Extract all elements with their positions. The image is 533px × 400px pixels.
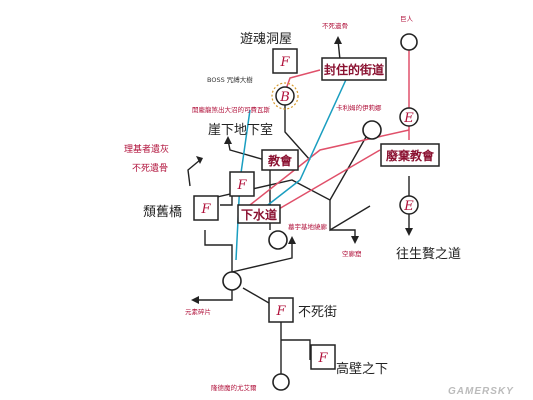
route-cliff (187, 159, 201, 187)
arrows (191, 36, 413, 304)
label-ruined-bridge: 頹舊橋 (143, 205, 182, 220)
B-label: B (279, 90, 290, 105)
annot-dragon-yujianmo: 隆德魔的尤艾爾 (211, 383, 257, 392)
box-abandoned-church (380, 143, 440, 167)
E-marker-1 (399, 107, 419, 127)
F-church: F (236, 178, 247, 193)
dark-routes (187, 39, 410, 380)
label-undead-street: 不死街 (298, 305, 337, 320)
route-to-R (329, 129, 371, 201)
route-under-wall (281, 339, 311, 360)
boss-ring (271, 82, 299, 110)
annot-giant: 巨人 (400, 15, 414, 23)
annot-karim-iriana: 卡利姆的伊莉娜 (336, 103, 382, 112)
labeled-boxes: 封住的街道 廢棄教會 教會 下水道 (237, 57, 440, 224)
node-sewer-low (268, 230, 288, 250)
arrow-lower-left (191, 296, 199, 304)
annot-graveyard-corridor: 墓宇基地繞廊 (288, 222, 328, 231)
label-cliff-basement: 崖下地下室 (208, 122, 273, 138)
red-mid (249, 129, 410, 206)
F-box-church (229, 171, 255, 197)
route-church-arrow (227, 139, 266, 161)
blue-main (254, 59, 356, 216)
label-soul-hall: 遊魂洞屋 (240, 31, 292, 47)
arrow-up-top (334, 36, 342, 44)
E-label-1: E (403, 111, 414, 126)
box-church (261, 149, 299, 171)
E-label-2: E (403, 199, 414, 214)
vertical-note-line1: 理基者遺灰 (124, 143, 169, 155)
box-sealed-street (321, 57, 387, 81)
F-wall: F (317, 351, 328, 366)
arrow-gazebo (351, 236, 359, 244)
annot-boss-tree: BOSS 咒縛大樹 (207, 75, 253, 84)
F-box-street (268, 297, 294, 323)
church-label: 教會 (267, 153, 293, 168)
F-box-wall (310, 344, 336, 370)
arrow-rebirth (405, 228, 413, 236)
route-center (231, 242, 293, 273)
vertical-note-line2: 不死遺骨 (132, 162, 168, 174)
label-under-wall: 高壁之下 (336, 361, 388, 377)
watermark: GAMERSKY (448, 386, 514, 397)
route-bridge-to-F2 (220, 195, 233, 206)
abandoned-church-label: 廢棄教會 (386, 148, 435, 163)
node-center-low (222, 271, 242, 291)
route-bridge-down (204, 230, 233, 272)
annot-undead-bone-top: 不死遺骨 (322, 21, 348, 30)
B-circle (275, 86, 295, 106)
F-boxes: F F F F F (193, 48, 336, 370)
F-box-soul (272, 48, 298, 74)
arrow-church (224, 136, 232, 144)
F-street: F (275, 304, 286, 319)
sealed-street-label: 封住的街道 (324, 62, 384, 77)
node-giant (400, 33, 418, 51)
annot-empty-gazebo: 空廊窟 (342, 249, 362, 258)
E-markers: E E (399, 107, 419, 215)
route-B-down (284, 103, 311, 161)
arrow-corridor (288, 236, 296, 244)
nodes-circle (222, 33, 418, 391)
F-bridge: F (200, 202, 211, 217)
E-marker-2 (399, 195, 419, 215)
annot-big-skull: 開龐龍煞出大沼的可費瓦斯 (192, 105, 271, 114)
label-road-to-rebirth: 往生贅之道 (396, 246, 461, 262)
F-box-bridge (193, 195, 219, 221)
box-sewer (237, 204, 281, 224)
B-marker: B (271, 82, 299, 110)
F-soul: F (279, 55, 290, 70)
node-R (362, 120, 382, 140)
annot-element-fragment: 元素碎片 (185, 307, 211, 316)
route-to-gazebo (330, 229, 356, 240)
node-bottom (272, 373, 290, 391)
sewer-label: 下水道 (241, 207, 277, 222)
arrow-cliff (196, 156, 203, 164)
